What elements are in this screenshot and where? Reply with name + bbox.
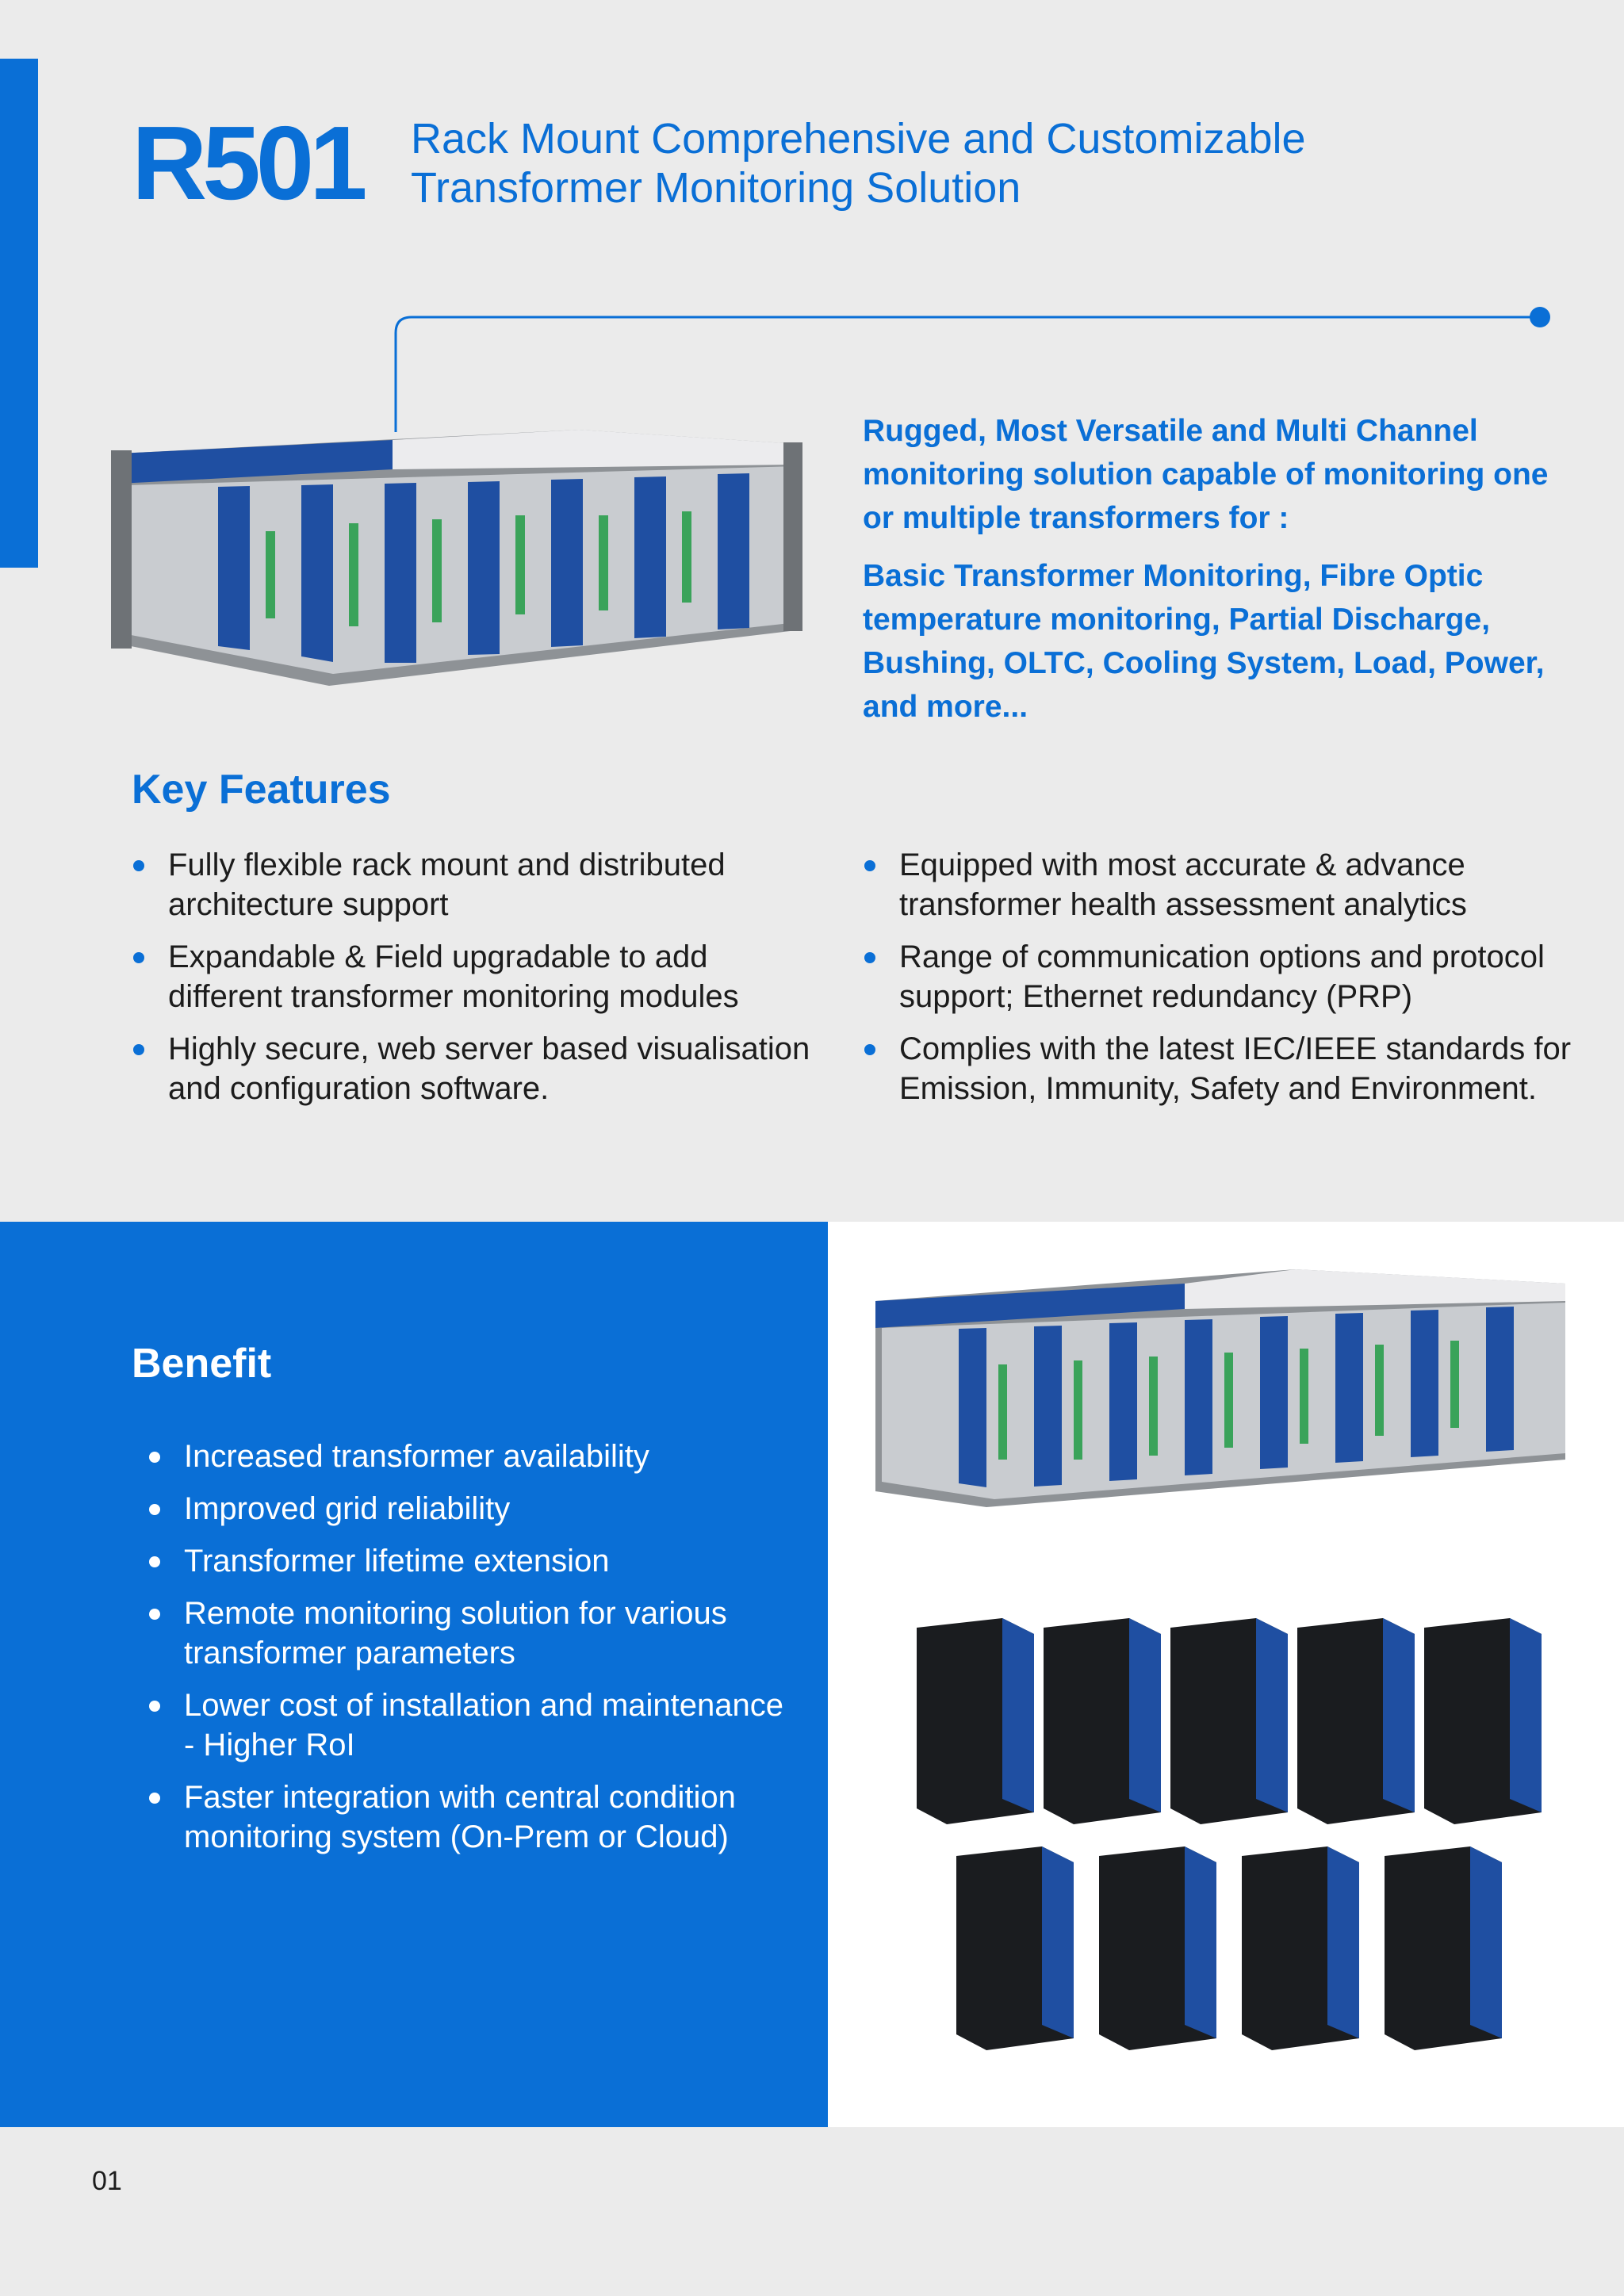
list-item-text: Equipped with most accurate & advance tr… <box>899 848 1467 922</box>
list-item-text: Complies with the latest IEC/IEEE standa… <box>899 1031 1572 1106</box>
bullet-icon <box>133 860 144 871</box>
bullet-icon <box>864 952 875 963</box>
subtitle-line-1: Rack Mount Comprehensive and Customizabl… <box>411 115 1306 163</box>
list-item: Equipped with most accurate & advance tr… <box>863 845 1576 924</box>
product-modules-image <box>875 1269 1565 2050</box>
list-item: Expandable & Field upgradable to add dif… <box>132 937 814 1016</box>
list-item: Transformer lifetime extension <box>147 1541 798 1581</box>
bullet-icon <box>149 1556 160 1567</box>
list-item: Increased transformer availability <box>147 1437 798 1476</box>
list-item-text: Transformer lifetime extension <box>184 1544 610 1578</box>
bullet-icon <box>864 1044 875 1055</box>
key-features-left-list: Fully flexible rack mount and distribute… <box>132 845 814 1121</box>
list-item: Complies with the latest IEC/IEEE standa… <box>863 1029 1576 1108</box>
product-subtitle: Rack Mount Comprehensive and Customizabl… <box>411 114 1306 212</box>
intro-text: Rugged, Most Versatile and Multi Channel… <box>863 409 1561 743</box>
list-item-text: Lower cost of installation and maintenan… <box>184 1688 784 1762</box>
list-item: Improved grid reliability <box>147 1489 798 1529</box>
bullet-icon <box>133 952 144 963</box>
bullet-icon <box>133 1044 144 1055</box>
product-photo-panel <box>828 1222 1624 2127</box>
list-item: Fully flexible rack mount and distribute… <box>132 845 814 924</box>
bullet-icon <box>149 1452 160 1463</box>
list-item: Highly secure, web server based visualis… <box>132 1029 814 1108</box>
intro-paragraph-1: Rugged, Most Versatile and Multi Channel… <box>863 414 1549 535</box>
callout-connector <box>394 307 1550 432</box>
list-item: Remote monitoring solution for various t… <box>147 1594 798 1673</box>
list-item-text: Remote monitoring solution for various t… <box>184 1596 727 1670</box>
bullet-icon <box>864 860 875 871</box>
list-item-text: Increased transformer availability <box>184 1439 649 1474</box>
bullet-icon <box>149 1504 160 1515</box>
subtitle-line-2: Transformer Monitoring Solution <box>411 164 1021 212</box>
benefit-list: Increased transformer availability Impro… <box>147 1437 798 1869</box>
list-item-text: Expandable & Field upgradable to add dif… <box>168 939 739 1014</box>
rack-unit-image <box>111 430 802 686</box>
list-item-text: Improved grid reliability <box>184 1491 511 1526</box>
list-item: Lower cost of installation and maintenan… <box>147 1686 798 1765</box>
bullet-icon <box>149 1609 160 1620</box>
list-item-text: Highly secure, web server based visualis… <box>168 1031 810 1106</box>
list-item: Faster integration with central conditio… <box>147 1777 798 1857</box>
benefit-panel <box>0 1222 828 2127</box>
bullet-icon <box>149 1701 160 1712</box>
page-number: 01 <box>92 2166 122 2196</box>
intro-paragraph-2: Basic Transformer Monitoring, Fibre Opti… <box>863 559 1545 724</box>
key-features-right-list: Equipped with most accurate & advance tr… <box>863 845 1576 1121</box>
bullet-icon <box>149 1793 160 1804</box>
accent-bar <box>0 59 38 568</box>
key-features-heading: Key Features <box>132 767 391 813</box>
list-item-text: Range of communication options and proto… <box>899 939 1545 1014</box>
benefit-heading: Benefit <box>132 1341 272 1387</box>
list-item: Range of communication options and proto… <box>863 937 1576 1016</box>
model-number: R501 <box>132 105 368 221</box>
list-item-text: Fully flexible rack mount and distribute… <box>168 848 726 922</box>
list-item-text: Faster integration with central conditio… <box>184 1780 736 1854</box>
